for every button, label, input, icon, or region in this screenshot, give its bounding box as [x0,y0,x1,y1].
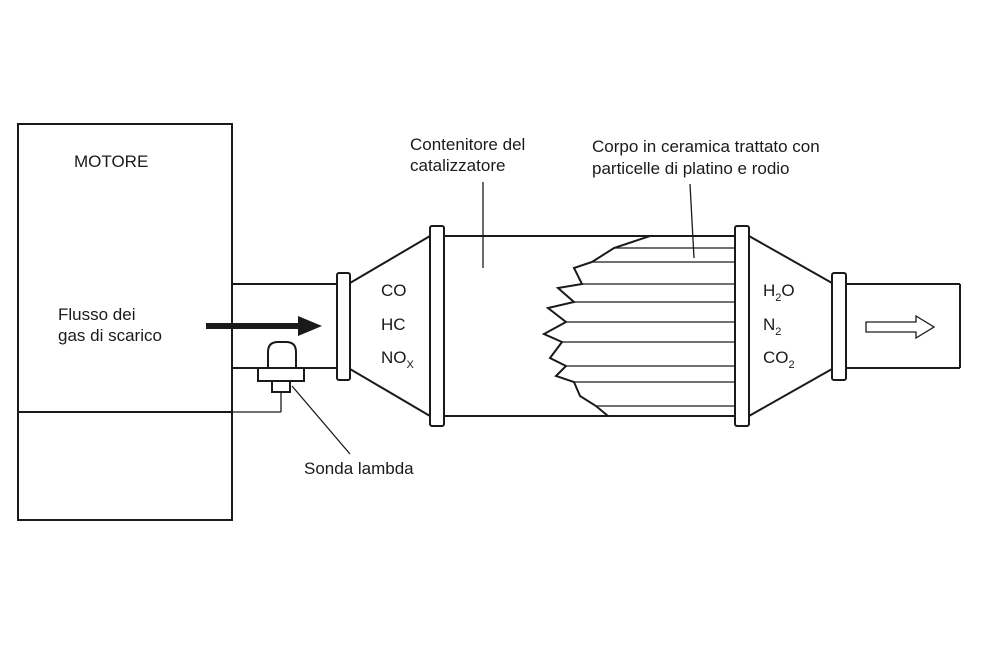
lambda-sensor-leader [291,385,351,455]
exhaust-flow-label-line1: Flusso dei [58,305,135,324]
outlet-flow-arrow [865,314,936,340]
lambda-sensor [232,341,305,413]
output-gas-co2: CO2 [763,348,795,371]
ceramic-body-leader [689,183,695,259]
ceramic-honeycomb [541,235,735,417]
inlet-flange [336,272,351,381]
container-inlet-flange [429,225,445,427]
inlet-cone [349,235,431,417]
output-gas-n2: N2 [763,315,781,338]
container-label-line1: Contenitore del [410,135,525,154]
exhaust-flow-label-line2: gas di scarico [58,326,162,345]
output-gases: H2O N2 CO2 [763,281,795,371]
container-label-line2: catalizzatore [410,156,505,175]
input-gas-co: CO [381,281,407,300]
input-gases: CO HC NOX [381,281,415,371]
exhaust-flow-arrow [206,316,322,336]
container-outlet-flange [734,225,750,427]
output-gas-h2o: H2O [763,281,795,304]
outlet-pipe [846,283,961,369]
engine-block [17,123,233,521]
input-gas-nox: NOX [381,348,415,371]
input-gas-hc: HC [381,315,406,334]
outlet-flange [831,272,847,381]
outlet-cone [748,235,833,417]
engine-label: MOTORE [74,152,148,171]
ceramic-body-label-line2: particelle di platino e rodio [592,159,790,178]
ceramic-body-label-line1: Corpo in ceramica trattato con [592,137,820,156]
lambda-sensor-label: Sonda lambda [304,459,414,478]
catalyst-container [444,235,735,417]
